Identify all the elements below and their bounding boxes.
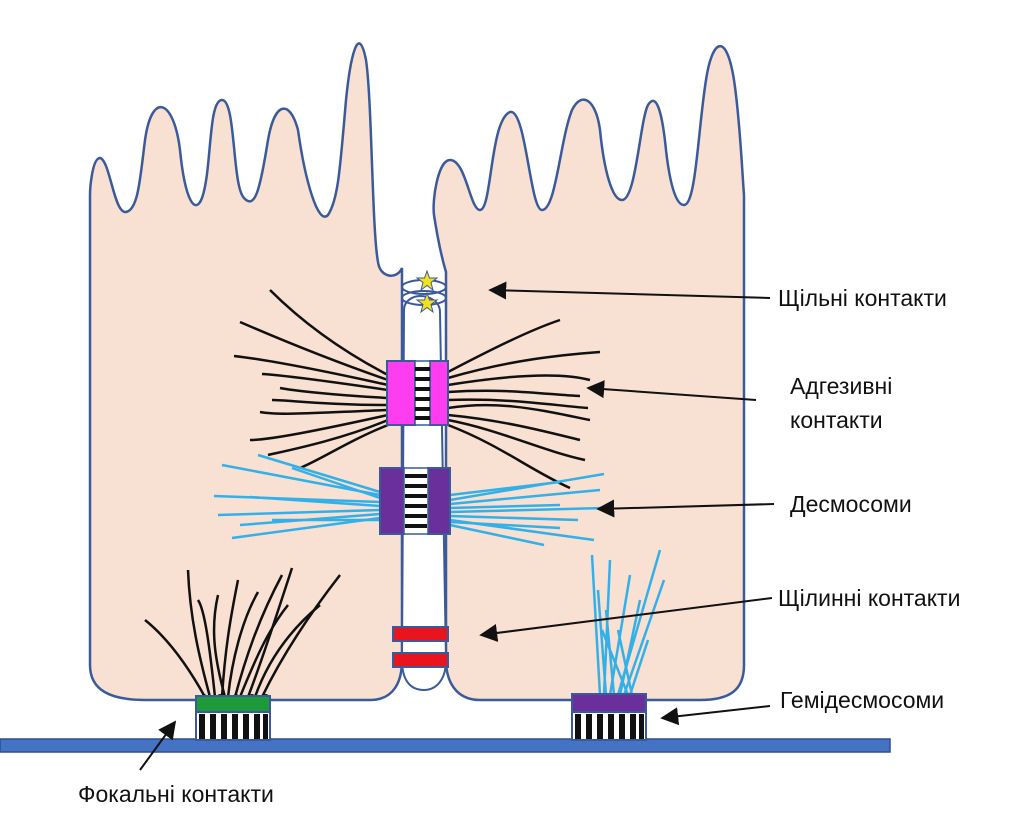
tight-junction	[401, 269, 447, 314]
arrow-gap-junction	[479, 597, 773, 642]
hemidesmosome-plaque	[571, 693, 647, 713]
actin-filaments-focal	[144, 567, 341, 698]
star-icon	[415, 269, 439, 292]
adherens-plaque-right	[429, 360, 449, 426]
desmosome-cadherin-bars	[405, 474, 427, 528]
label-adherens-junctions-line2: контакти	[790, 407, 883, 433]
star-icon	[415, 291, 439, 314]
label-desmosomes: Десмосоми	[790, 491, 912, 517]
focal-adhesion-plaque	[195, 695, 271, 713]
label-tight-junctions: Щільні контакти	[778, 285, 947, 311]
adherens-cadherin-bars	[415, 367, 430, 420]
focal-adhesion	[195, 695, 271, 741]
hemidesmosome	[571, 693, 647, 741]
desmosome-cleft	[403, 467, 429, 535]
hemidesmosome-integrin-bars	[575, 714, 644, 739]
arrow-tight-junction	[488, 281, 771, 300]
gap-junction-channel	[392, 652, 449, 668]
right-cell	[432, 44, 746, 702]
desmosome-plaque-right	[427, 467, 451, 535]
intermediate-filaments-desmosome	[213, 453, 605, 547]
intermediate-filaments-hemidesmosome	[590, 549, 666, 696]
label-focal-adhesions: Фокальні контакти	[78, 781, 274, 807]
left-cell	[88, 42, 404, 702]
pointer-arrows	[139, 281, 775, 771]
desmosome	[379, 467, 451, 535]
adherens-plaque-left	[386, 360, 416, 426]
arrow-adherens-junction	[586, 380, 757, 401]
label-gap-junctions: Щілинні контакти	[778, 585, 960, 611]
arrow-hemidesmosome	[660, 705, 771, 726]
basement-membrane	[0, 738, 891, 753]
arrow-focal-adhesion	[139, 720, 177, 771]
focal-integrin-bars	[199, 714, 268, 739]
gap-junction-channel	[392, 626, 449, 642]
arrow-desmosome	[596, 499, 775, 518]
actin-filaments-adherens	[233, 289, 601, 490]
desmosome-plaque-left	[379, 467, 405, 535]
adherens-junction	[386, 360, 449, 426]
label-adherens-junctions-line1: Адгезивні	[790, 373, 892, 399]
label-hemidesmosomes: Гемідесмосоми	[780, 687, 944, 713]
gap-junctions	[392, 626, 449, 668]
